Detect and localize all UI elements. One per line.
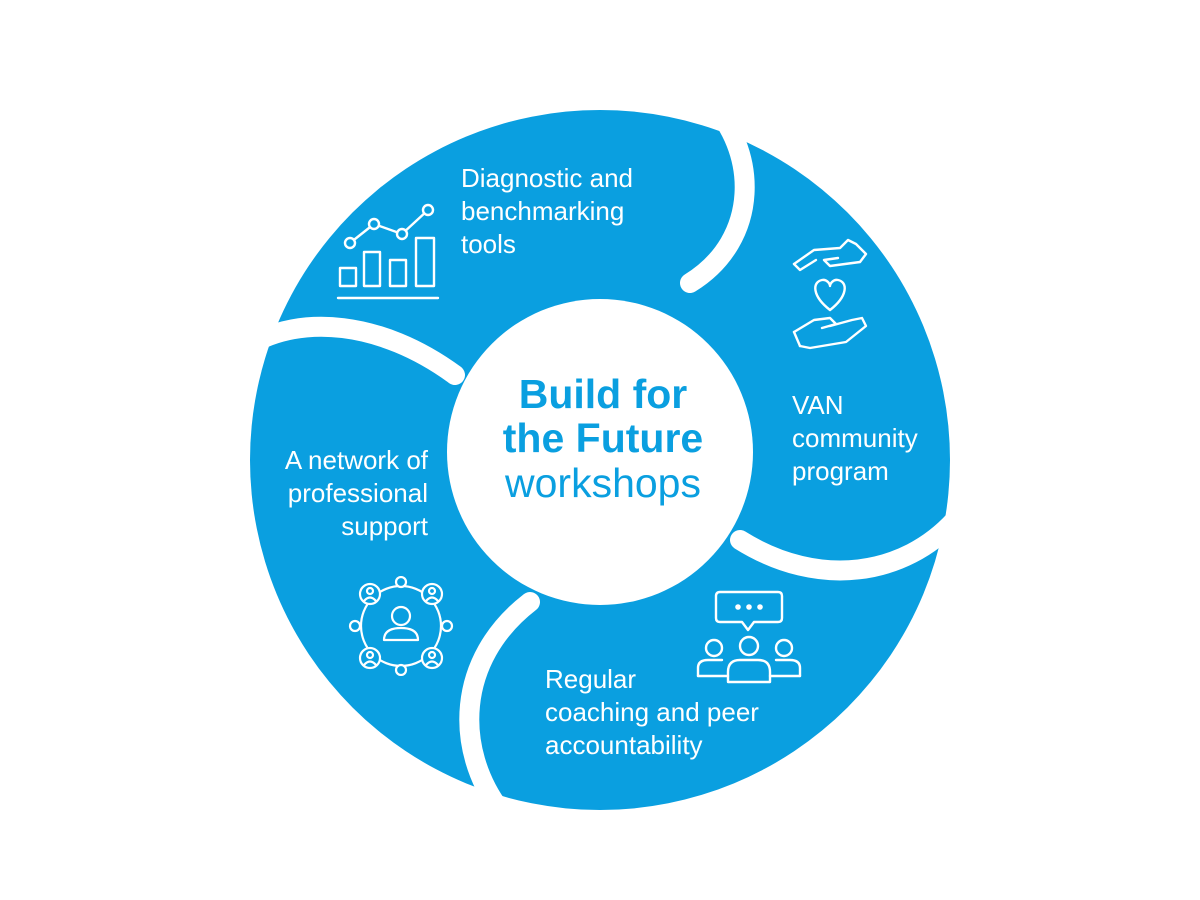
- people-network-icon: [348, 576, 454, 676]
- segment-label-line: coaching and peer: [545, 697, 759, 727]
- gap-top: [680, 88, 755, 293]
- gap-right: [730, 510, 965, 581]
- center-title: Build for the Future workshops: [468, 372, 738, 506]
- center-title-line2: the Future: [502, 415, 704, 461]
- center-title-line1: Build for: [518, 371, 688, 417]
- gap-left: [240, 316, 465, 385]
- segment-label-line: accountability: [545, 730, 703, 760]
- segment-label-line: support: [341, 511, 428, 541]
- segment-label-coaching: Regular coaching and peer accountability: [545, 663, 759, 762]
- segment-label-line: professional: [287, 478, 428, 508]
- center-circle: [447, 299, 753, 605]
- segment-label-line: VAN: [792, 390, 844, 420]
- segment-label-line: tools: [461, 229, 516, 259]
- gap-bottom: [459, 592, 540, 820]
- segment-label-line: Diagnostic and: [461, 163, 633, 193]
- bar-line-chart-icon: [336, 203, 440, 300]
- group-chat-icon: [696, 590, 802, 684]
- hands-heart-icon: [792, 238, 868, 350]
- segment-label-network: A network of professional support: [240, 444, 428, 543]
- segment-label-line: benchmarking: [461, 196, 625, 226]
- segment-label-diagnostic: Diagnostic and benchmarking tools: [461, 162, 633, 261]
- center-subtitle: workshops: [505, 460, 701, 506]
- segment-label-line: community: [792, 423, 918, 453]
- segment-label-line: Regular: [545, 664, 637, 694]
- segment-label-community: VAN community program: [792, 389, 918, 488]
- segment-label-line: program: [792, 456, 889, 486]
- segment-label-line: A network of: [284, 445, 428, 475]
